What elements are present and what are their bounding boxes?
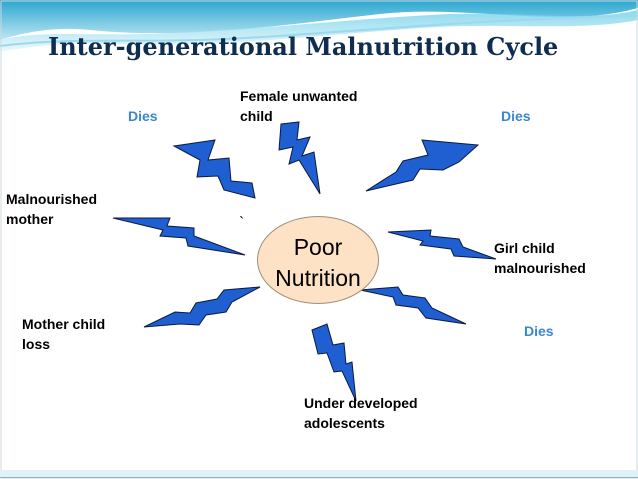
lightning-bolt-icon: [359, 286, 467, 325]
lightning-bolt-icon: [365, 139, 480, 192]
center-ellipse: [257, 216, 379, 304]
lightning-bolt-icon: [112, 217, 246, 256]
label-line: Under developed: [304, 395, 418, 411]
lightning-bolt-icon: [311, 323, 357, 402]
label-line: child: [240, 108, 273, 124]
label-under-developed-adolescents: Under developed adolescents: [304, 393, 418, 433]
dies-label-top-right: Dies: [501, 108, 531, 124]
header-wave-line: [0, 15, 638, 47]
label-female-unwanted-child: Female unwanted child: [240, 86, 357, 126]
label-line: loss: [22, 336, 51, 352]
lightning-bolt-icon: [143, 286, 261, 328]
label-line: mother: [6, 211, 54, 227]
label-line: Girl child: [494, 240, 555, 256]
dies-label-top-left: Dies: [128, 108, 158, 124]
header-wave: [0, 0, 638, 40]
center-label-line-2: Nutrition: [275, 265, 361, 291]
lightning-bolt-icon: [387, 229, 497, 260]
label-line: malnourished: [494, 260, 586, 276]
label-line: Mother child: [22, 316, 106, 332]
lightning-bolt-icon: [172, 139, 256, 199]
center-label-line-1: Poor: [293, 234, 343, 260]
label-girl-child-malnourished: Girl child malnourished: [494, 238, 586, 278]
label-mother-child-loss: Mother child loss: [22, 314, 105, 354]
stray-mark: `: [239, 215, 245, 232]
dies-label-right: Dies: [524, 323, 554, 339]
slide-title: Inter-generational Malnutrition Cycle: [48, 32, 559, 61]
label-line: adolescents: [304, 415, 385, 431]
lightning-bolt-icon: [278, 121, 321, 195]
label-malnourished-mother: Malnourished mother: [6, 189, 97, 229]
label-line: Female unwanted: [240, 88, 358, 104]
footer-gradient: [0, 470, 638, 477]
label-line: Malnourished: [6, 191, 98, 207]
center-label: Poor Nutrition: [248, 232, 388, 294]
